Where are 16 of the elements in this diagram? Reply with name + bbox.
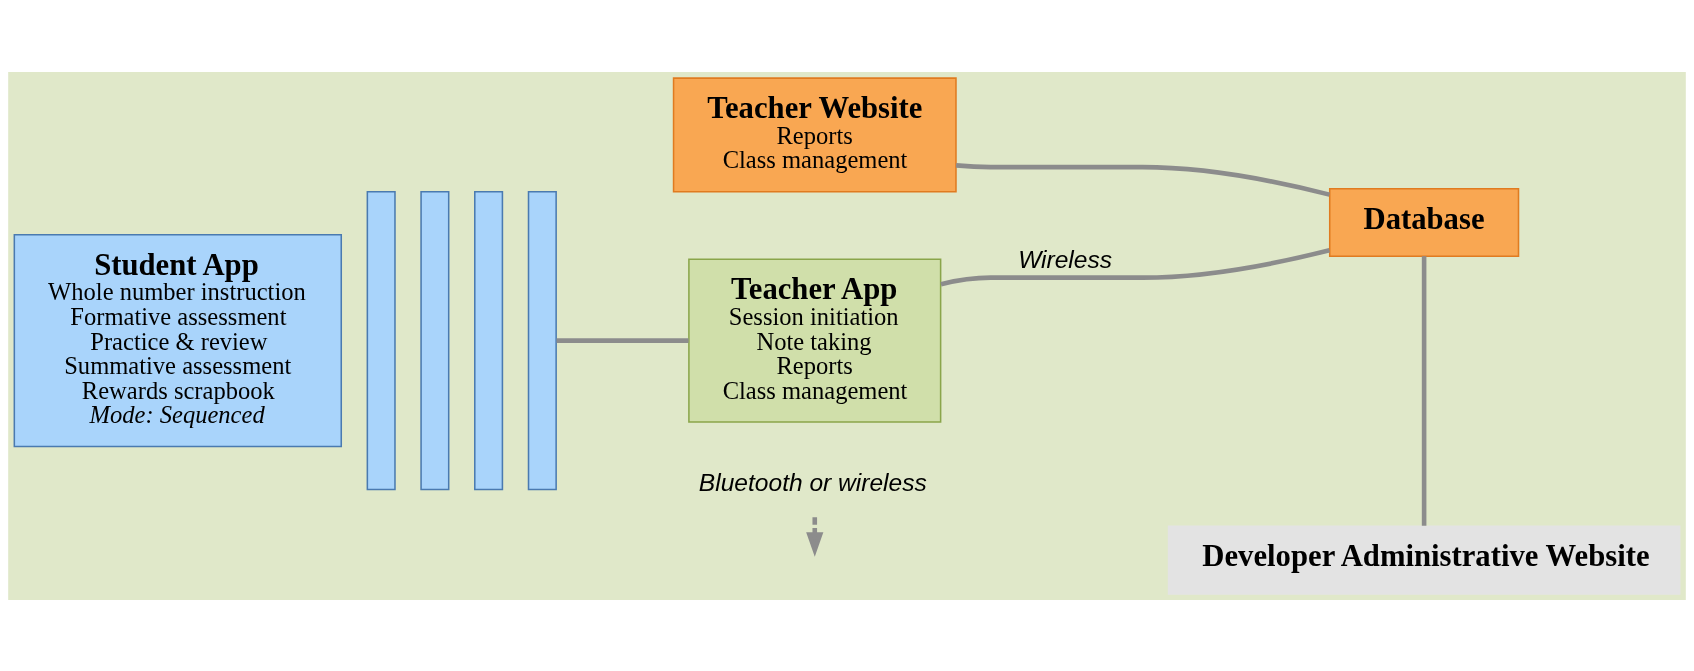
node-box: Teacher Website Reports Class management (672, 76, 957, 192)
node-box: Database (1328, 187, 1520, 257)
connector (955, 162, 1331, 197)
connector (940, 247, 1331, 286)
node-box (420, 190, 450, 490)
node-box (527, 190, 557, 490)
node-box (366, 190, 396, 490)
connector (1421, 255, 1427, 526)
node-box (474, 190, 504, 490)
edge-label: Wireless (1018, 245, 1113, 273)
arrow (806, 516, 824, 557)
connector (556, 337, 689, 343)
node-box: Teacher App Session initiation Note taking Reports Class management (688, 258, 942, 423)
node-box: Student App Whole number instruction Formative assessment Practice & review Summative assessment Rewards scrapbook Mode: Sequenced (13, 233, 343, 447)
node-box: Developer Administrative Website (1167, 525, 1681, 595)
node-text: Bluetooth or wireless (698, 468, 927, 496)
